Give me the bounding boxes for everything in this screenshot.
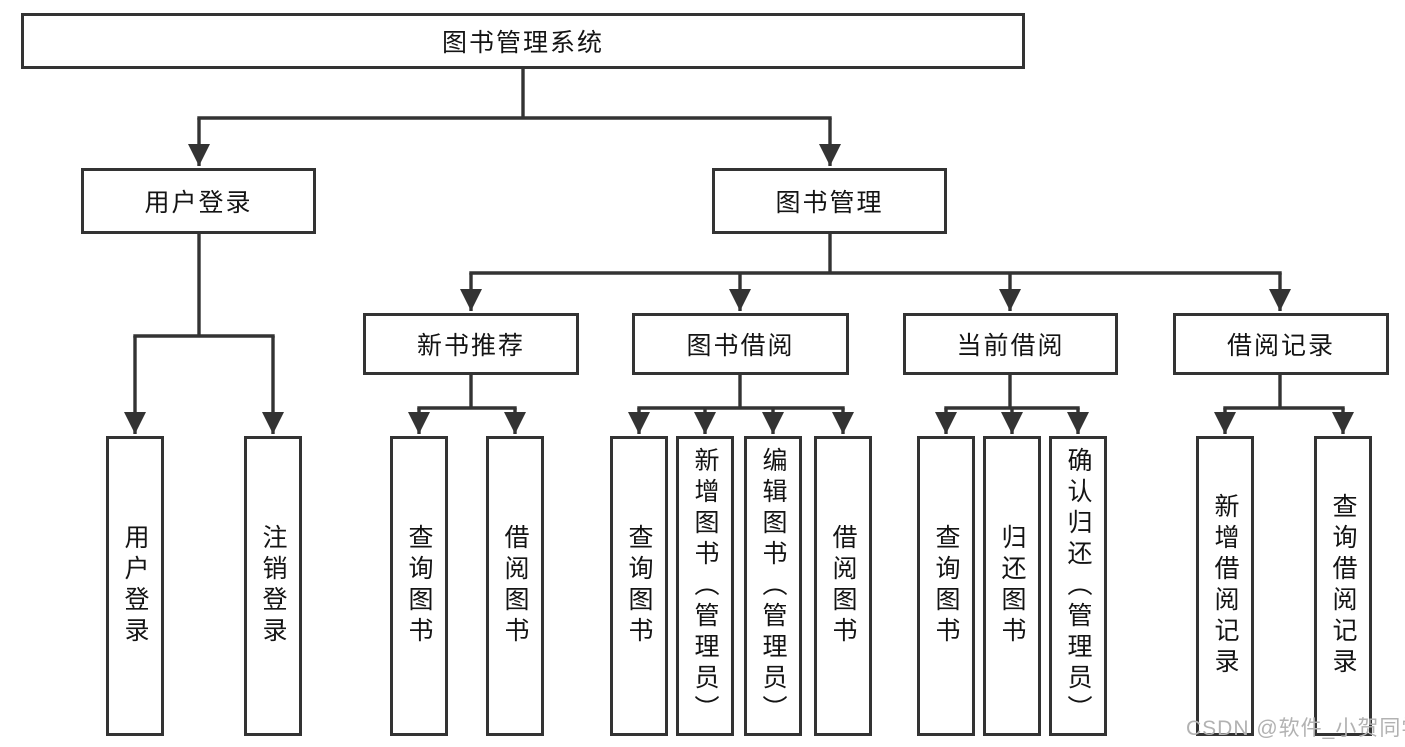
leaf-logout: 注销登录 (244, 436, 302, 736)
leaf-confirm-return-admin: 确认归还（管理员） (1049, 436, 1107, 736)
node-new-book-recommend: 新书推荐 (363, 313, 579, 375)
connector-new-book-recommend-children (417, 373, 517, 410)
connector-book-management-children (469, 232, 1282, 275)
connector-root-to-level2 (197, 64, 832, 120)
leaf-query-books: 查询图书 (610, 436, 668, 736)
leaf-query-borrow-record: 查询借阅记录 (1314, 436, 1372, 736)
node-book-management: 图书管理 (712, 168, 947, 234)
leaf-add-borrow-record: 新增借阅记录 (1196, 436, 1254, 736)
connector-current-borrow-children (944, 373, 1080, 410)
node-borrow-records: 借阅记录 (1173, 313, 1389, 375)
leaf-borrow-books: 借阅图书 (486, 436, 544, 736)
leaf-query-books: 查询图书 (917, 436, 975, 736)
node-current-borrow: 当前借阅 (903, 313, 1118, 375)
node-root-library-management-system: 图书管理系统 (21, 13, 1025, 69)
connector-user-login-children (133, 232, 275, 338)
leaf-add-books-admin: 新增图书（管理员） (676, 436, 734, 736)
leaf-edit-books-admin: 编辑图书（管理员） (744, 436, 802, 736)
leaf-query-books: 查询图书 (390, 436, 448, 736)
connector-book-borrow-children (637, 373, 845, 410)
connector-borrow-records-children (1223, 373, 1345, 410)
csdn-watermark: CSDN @软件_小贺同学 (1186, 717, 1405, 740)
node-book-borrow: 图书借阅 (632, 313, 849, 375)
node-user-login: 用户登录 (81, 168, 316, 234)
leaf-user-login: 用户登录 (106, 436, 164, 736)
leaf-borrow-books: 借阅图书 (814, 436, 872, 736)
leaf-return-books: 归还图书 (983, 436, 1041, 736)
